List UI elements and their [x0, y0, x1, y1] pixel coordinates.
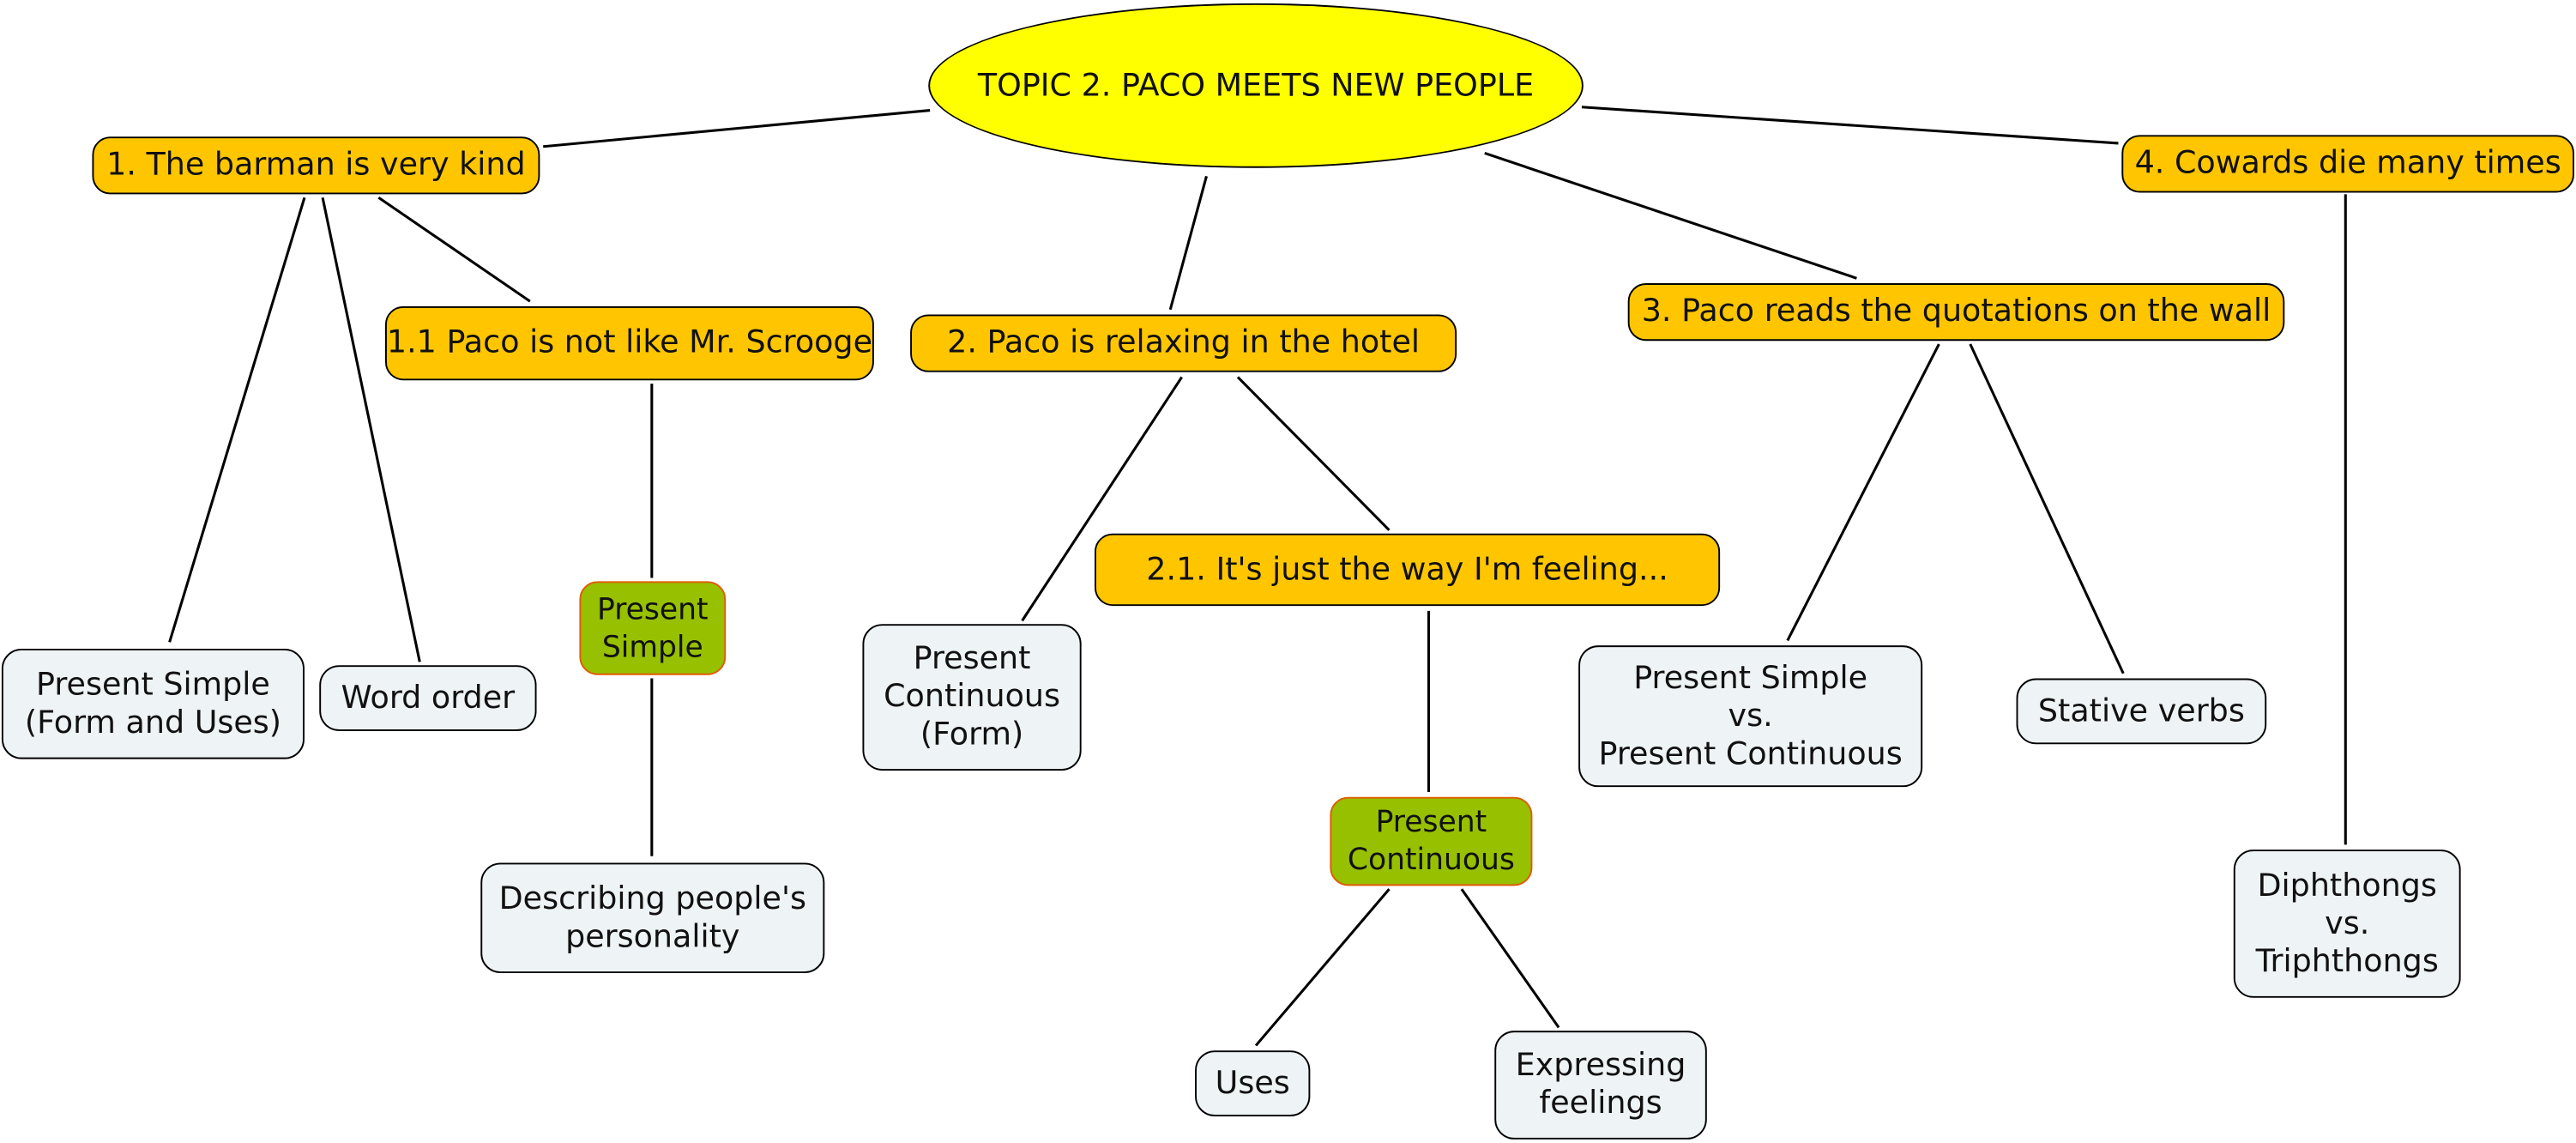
- leaf-line: Describing people's: [498, 880, 806, 916]
- grammar-present-continuous: Present Continuous: [1330, 796, 1533, 886]
- branch-scrooge: 1.1 Paco is not like Mr. Scrooge: [384, 305, 874, 381]
- link-barman-scrooge: [377, 196, 531, 303]
- branch-relaxing: 2. Paco is relaxing in the hotel: [910, 314, 1457, 372]
- leaf-describing-personality: Describing people's personality: [480, 862, 825, 974]
- leaf-diphthongs-triphthongs: Diphthongs vs. Triphthongs: [2233, 850, 2461, 998]
- leaf-line: Expressing: [1515, 1047, 1686, 1084]
- grammar-line: Simple: [601, 629, 703, 665]
- leaf-uses: Uses: [1195, 1050, 1311, 1116]
- link-topic-quotations: [1484, 151, 1857, 280]
- grammar-line: Present: [1375, 805, 1487, 840]
- branch-cowards: 4. Cowards die many times: [2121, 135, 2575, 193]
- link-topic-barman: [543, 109, 931, 148]
- leaf-line: personality: [565, 917, 740, 954]
- link-relaxing-pc-form: [1021, 376, 1183, 622]
- leaf-line: feelings: [1539, 1085, 1662, 1122]
- leaf-word-order: Word order: [319, 665, 537, 731]
- link-relaxing-feeling: [1236, 376, 1391, 531]
- leaf-line: vs.: [1728, 697, 1773, 734]
- link-quotations-stative: [1969, 343, 2125, 674]
- branch-quotations: 3. Paco reads the quotations on the wall: [1627, 283, 2285, 342]
- leaf-line: vs.: [2325, 904, 2370, 941]
- leaf-ps-vs-pc: Present Simple vs. Present Continuous: [1578, 645, 1923, 788]
- link-topic-cowards: [1581, 106, 2119, 145]
- leaf-line: (Form): [920, 716, 1024, 753]
- leaf-line: Present: [913, 640, 1031, 677]
- link-quotations-ps-vs-pc: [1786, 343, 1940, 642]
- leaf-line: Triphthongs: [2255, 942, 2439, 979]
- leaf-line: Continuous: [884, 678, 1061, 715]
- link-topic-relaxing: [1168, 175, 1208, 311]
- grammar-present-simple: Present Simple: [579, 581, 727, 675]
- leaf-line: Present Simple: [36, 666, 270, 703]
- grammar-line: Continuous: [1347, 843, 1515, 878]
- link-barman-ps-form-uses: [168, 197, 306, 643]
- leaf-line: Present Continuous: [1598, 735, 1903, 771]
- link-present-continuous-uses: [1254, 888, 1391, 1047]
- leaf-present-continuous-form: Present Continuous (Form): [862, 624, 1082, 771]
- grammar-line: Present: [596, 591, 709, 627]
- link-present-continuous-expressing: [1460, 888, 1560, 1029]
- leaf-line: (Form and Uses): [24, 704, 282, 741]
- leaf-present-simple-form-uses: Present Simple (Form and Uses): [1, 649, 305, 759]
- branch-barman: 1. The barman is very kind: [92, 136, 540, 195]
- branch-feeling: 2.1. It's just the way I'm feeling...: [1095, 533, 1721, 607]
- topic-node: TOPIC 2. PACO MEETS NEW PEOPLE: [928, 3, 1584, 168]
- leaf-stative-verbs: Stative verbs: [2016, 678, 2267, 745]
- leaf-line: Diphthongs: [2257, 867, 2437, 904]
- leaf-expressing-feelings: Expressing feelings: [1494, 1031, 1707, 1140]
- leaf-line: Present Simple: [1633, 659, 1868, 696]
- link-barman-word-order: [321, 197, 421, 662]
